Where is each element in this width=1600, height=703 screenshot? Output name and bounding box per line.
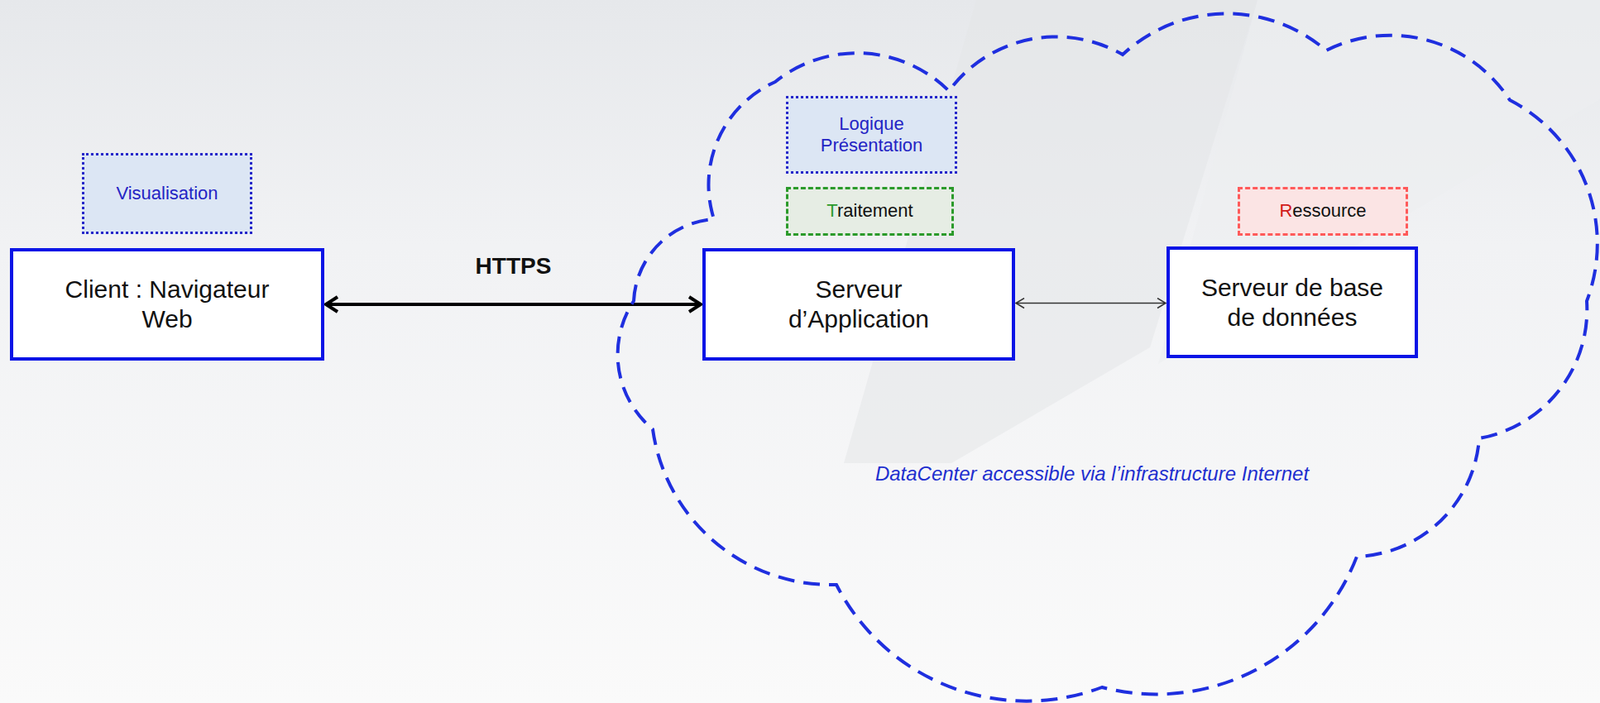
server-box: Serveur de base de données bbox=[1166, 246, 1418, 359]
box-label: Logique Présentation bbox=[801, 113, 943, 158]
layer-box: Logique Présentation bbox=[785, 95, 958, 174]
datacenter-cloud: DataCenter accessible via l’infrastructu… bbox=[627, 9, 1597, 703]
box-label: Serveur d’Application bbox=[755, 274, 963, 335]
cloud-shape bbox=[617, 13, 1598, 701]
cloud-caption: DataCenter accessible via l’infrastructu… bbox=[875, 462, 1309, 487]
layer-box: Visualisation bbox=[81, 153, 253, 235]
server-box: Serveur d’Application bbox=[702, 248, 1016, 361]
box-label: Serveur de base de données bbox=[1188, 273, 1396, 333]
box-label: Visualisation bbox=[115, 182, 218, 205]
box-label: Client : Navigateur Web bbox=[63, 274, 271, 335]
client-box: Client : Navigateur Web bbox=[9, 248, 325, 361]
layer-box: Ressource bbox=[1237, 186, 1409, 236]
box-label: Ressource bbox=[1279, 200, 1366, 222]
connector-arrow bbox=[325, 302, 701, 307]
box-label: Traitement bbox=[826, 200, 913, 222]
laptop-lid-shape bbox=[1158, 0, 1600, 365]
protocol-label: HTTPS bbox=[475, 253, 552, 280]
connector-arrow bbox=[1015, 302, 1166, 305]
layer-box: Traitement bbox=[785, 186, 954, 236]
